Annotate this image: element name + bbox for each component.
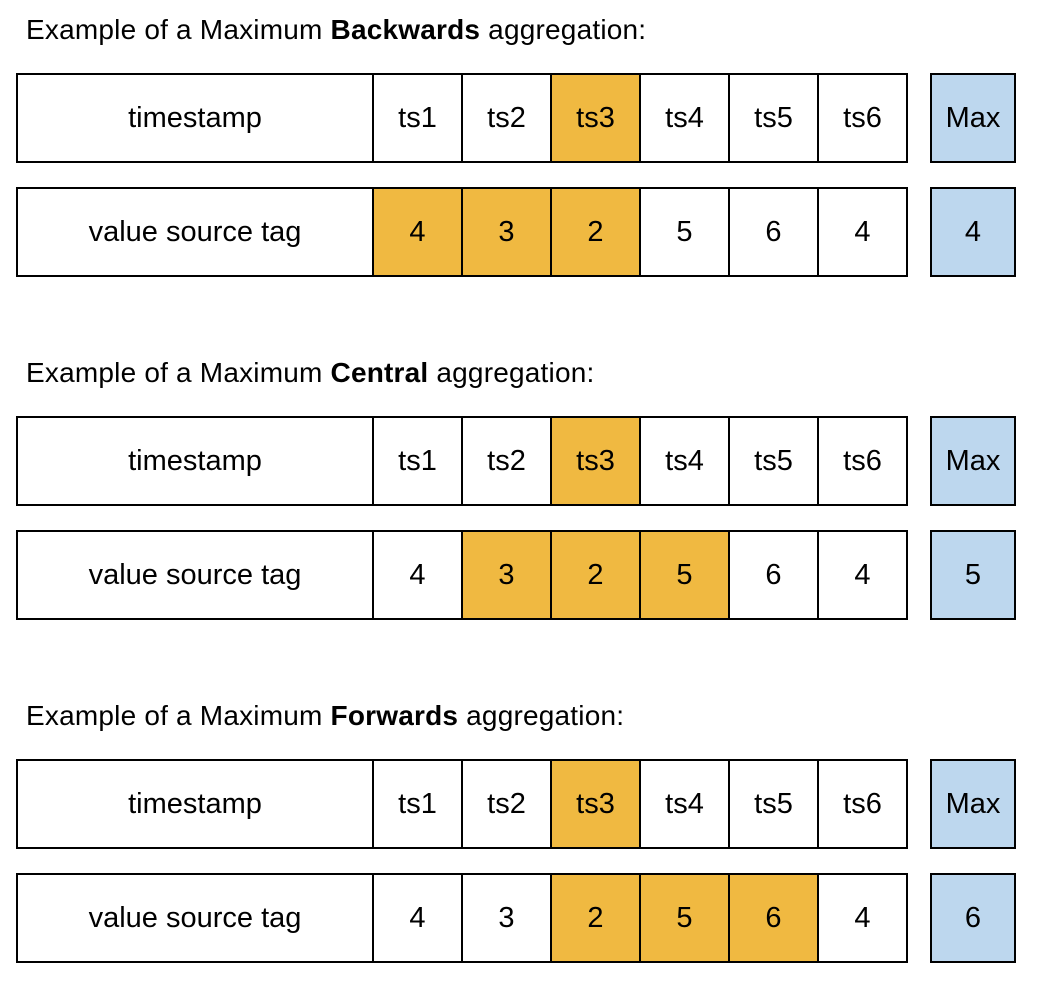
timestamp-cell-ts3: ts3	[552, 759, 641, 849]
title-prefix: Example of a Maximum	[26, 14, 331, 45]
timestamp-cell-ts1: ts1	[374, 416, 463, 506]
section-title-central: Example of a Maximum Central aggregation…	[26, 355, 1046, 391]
value-cell-6: 4	[819, 187, 908, 277]
section-title-forwards: Example of a Maximum Forwards aggregatio…	[26, 698, 1046, 734]
timestamp-cell-ts2: ts2	[463, 73, 552, 163]
value-cell-6: 4	[819, 873, 908, 963]
timestamp-cell-ts4: ts4	[641, 759, 730, 849]
title-suffix: aggregation:	[480, 14, 647, 45]
max-result-cell: 5	[930, 530, 1016, 620]
value-table: value source tag 4 3 2 5 6 4	[16, 530, 908, 620]
value-row: value source tag 4 3 2 5 6 4 4	[16, 187, 1046, 277]
title-suffix: aggregation:	[458, 700, 625, 731]
timestamp-row: timestamp ts1 ts2 ts3 ts4 ts5 ts6 Max	[16, 416, 1046, 506]
value-cell-5: 6	[730, 187, 819, 277]
title-keyword: Backwards	[330, 14, 481, 45]
title-prefix: Example of a Maximum	[26, 700, 331, 731]
timestamp-cell-ts6: ts6	[819, 759, 908, 849]
max-header-cell: Max	[930, 416, 1016, 506]
timestamp-cell-ts1: ts1	[374, 73, 463, 163]
timestamp-cell-ts6: ts6	[819, 416, 908, 506]
timestamp-table: timestamp ts1 ts2 ts3 ts4 ts5 ts6	[16, 73, 908, 163]
timestamp-row: timestamp ts1 ts2 ts3 ts4 ts5 ts6 Max	[16, 73, 1046, 163]
timestamp-table: timestamp ts1 ts2 ts3 ts4 ts5 ts6	[16, 759, 908, 849]
value-row: value source tag 4 3 2 5 6 4 5	[16, 530, 1046, 620]
value-cell-1: 4	[374, 530, 463, 620]
value-cell-5: 6	[730, 873, 819, 963]
timestamp-table: timestamp ts1 ts2 ts3 ts4 ts5 ts6	[16, 416, 908, 506]
timestamp-cell-ts5: ts5	[730, 73, 819, 163]
value-cell-3: 2	[552, 530, 641, 620]
timestamp-row-label: timestamp	[16, 759, 374, 849]
title-prefix: Example of a Maximum	[26, 357, 331, 388]
title-keyword: Forwards	[330, 700, 459, 731]
value-cell-6: 4	[819, 530, 908, 620]
timestamp-cell-ts4: ts4	[641, 73, 730, 163]
value-cell-3: 2	[552, 187, 641, 277]
value-cell-4: 5	[641, 530, 730, 620]
value-cell-2: 3	[463, 530, 552, 620]
timestamp-cell-ts2: ts2	[463, 416, 552, 506]
value-table: value source tag 4 3 2 5 6 4	[16, 873, 908, 963]
timestamp-cell-ts1: ts1	[374, 759, 463, 849]
value-cell-2: 3	[463, 873, 552, 963]
timestamp-cell-ts5: ts5	[730, 416, 819, 506]
value-cell-2: 3	[463, 187, 552, 277]
value-row-label: value source tag	[16, 187, 374, 277]
max-result-cell: 6	[930, 873, 1016, 963]
value-cell-5: 6	[730, 530, 819, 620]
timestamp-cell-ts3: ts3	[552, 416, 641, 506]
value-row: value source tag 4 3 2 5 6 4 6	[16, 873, 1046, 963]
value-cell-1: 4	[374, 873, 463, 963]
max-result-cell: 4	[930, 187, 1016, 277]
value-cell-4: 5	[641, 873, 730, 963]
value-table: value source tag 4 3 2 5 6 4	[16, 187, 908, 277]
timestamp-cell-ts3: ts3	[552, 73, 641, 163]
section-title-backwards: Example of a Maximum Backwards aggregati…	[26, 12, 1046, 48]
value-cell-3: 2	[552, 873, 641, 963]
timestamp-cell-ts5: ts5	[730, 759, 819, 849]
timestamp-row-label: timestamp	[16, 416, 374, 506]
value-cell-1: 4	[374, 187, 463, 277]
max-header-cell: Max	[930, 73, 1016, 163]
timestamp-cell-ts6: ts6	[819, 73, 908, 163]
timestamp-row: timestamp ts1 ts2 ts3 ts4 ts5 ts6 Max	[16, 759, 1046, 849]
max-header-cell: Max	[930, 759, 1016, 849]
value-row-label: value source tag	[16, 873, 374, 963]
example-central-aggregation: Example of a Maximum Central aggregation…	[16, 355, 1046, 620]
example-forwards-aggregation: Example of a Maximum Forwards aggregatio…	[16, 698, 1046, 963]
value-row-label: value source tag	[16, 530, 374, 620]
value-cell-4: 5	[641, 187, 730, 277]
timestamp-cell-ts2: ts2	[463, 759, 552, 849]
example-backwards-aggregation: Example of a Maximum Backwards aggregati…	[16, 12, 1046, 277]
timestamp-row-label: timestamp	[16, 73, 374, 163]
title-keyword: Central	[330, 357, 429, 388]
timestamp-cell-ts4: ts4	[641, 416, 730, 506]
title-suffix: aggregation:	[428, 357, 595, 388]
